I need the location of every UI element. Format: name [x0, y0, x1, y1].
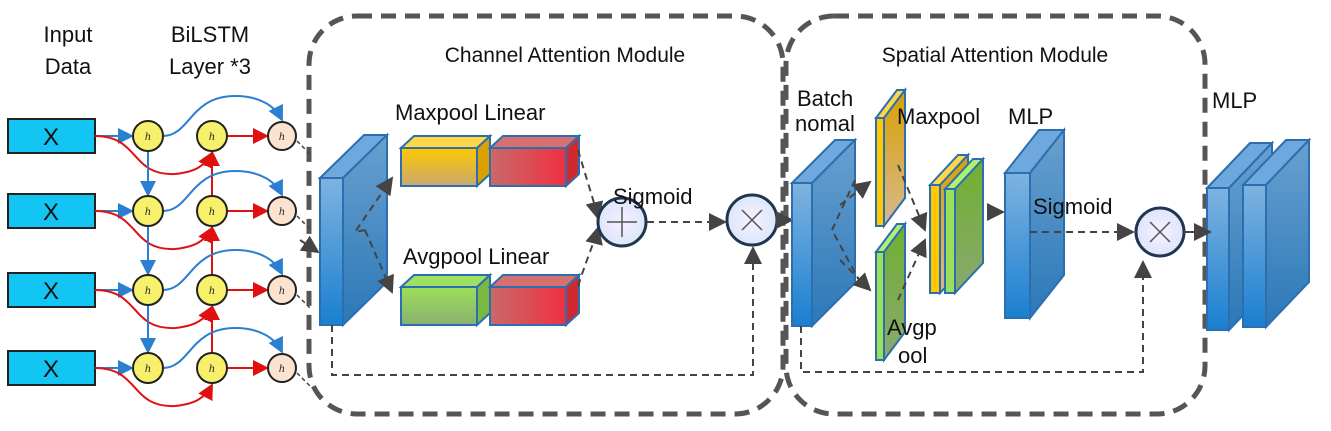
- bilstm-to-channel-arrow: [299, 235, 320, 254]
- backward-lstm-node: [196, 352, 228, 384]
- input-box: [7, 118, 96, 154]
- forward-lstm-node: [132, 274, 164, 306]
- forward-lstm-node-symbol: h: [145, 286, 151, 297]
- avgpool-block: [398, 272, 493, 328]
- sigmoid-spatial-label: Sigmoid: [1033, 194, 1112, 219]
- input-x-label: X: [43, 278, 59, 305]
- bilstm-label: BiLSTM: [171, 22, 249, 47]
- maxpool-block: [398, 133, 493, 189]
- input-box: [7, 193, 96, 229]
- to-maxpool-plane-arrow: [839, 180, 872, 206]
- backward-lstm-node-symbol: h: [209, 286, 215, 297]
- to-maxpool-arrow: [352, 176, 394, 234]
- batch-normal-block: [789, 137, 858, 329]
- forward-lstm-node: [132, 352, 164, 384]
- output-node: [267, 353, 297, 383]
- output-node-symbol: h: [279, 132, 285, 143]
- output-node: [267, 275, 297, 305]
- maxpool-linear-block: [487, 133, 582, 189]
- batch-split-path: [830, 179, 861, 283]
- maxpool-to-add-arrow: [577, 149, 604, 220]
- input-x-label: X: [43, 124, 59, 151]
- channel-residual-arrow: [331, 246, 762, 376]
- backward-input-arrow: [94, 210, 213, 251]
- backward-lstm-node-symbol: h: [209, 132, 215, 143]
- output-node-symbol: h: [279, 286, 285, 297]
- channel-module-title: Channel Attention Module: [445, 44, 686, 67]
- mlp-spatial-block: [1002, 127, 1067, 321]
- maxpool-plane: [874, 87, 907, 229]
- forward-lstm-node-symbol: h: [145, 364, 151, 375]
- avgpool-spatial-label: Avgp: [887, 315, 937, 340]
- avgpool-linear-label: Avgpool Linear: [403, 244, 549, 269]
- backward-lstm-node: [196, 120, 228, 152]
- forward-output-arrow: [162, 169, 283, 212]
- output-connector: [296, 215, 311, 230]
- input-data-label: Input: [44, 22, 93, 47]
- spatial-module-title: Spatial Attention Module: [882, 44, 1109, 67]
- channel-input-block: [317, 132, 390, 328]
- spatial-residual-arrow: [800, 260, 1152, 373]
- multiply-spatial-glyph: [1149, 221, 1171, 243]
- forward-lstm-node-symbol: h: [145, 132, 151, 143]
- forward-output-arrow: [162, 326, 283, 369]
- backward-lstm-node-symbol: h: [209, 364, 215, 375]
- mlp-spatial-label: MLP: [1008, 104, 1053, 129]
- avgpool-plane: [874, 221, 907, 363]
- input-x-label: X: [43, 356, 59, 383]
- output-connector: [296, 294, 311, 309]
- avgpool-to-concat-arrow: [897, 238, 927, 301]
- input-box: [7, 350, 96, 386]
- forward-output-arrow: [162, 94, 283, 137]
- backward-lstm-node: [196, 274, 228, 306]
- forward-output-arrow: [162, 248, 283, 291]
- batch-normal-label: Batch: [797, 86, 853, 111]
- output-connector: [296, 372, 311, 387]
- batch-normal-label-2: nomal: [795, 111, 855, 136]
- backward-input-arrow: [94, 135, 213, 176]
- output-node-symbol: h: [279, 207, 285, 218]
- backward-lstm-node-symbol: h: [209, 207, 215, 218]
- multiply-glyph: [741, 209, 763, 231]
- output-node: [267, 196, 297, 226]
- avgpool-spatial-label-2: ool: [898, 343, 927, 368]
- forward-lstm-node-symbol: h: [145, 207, 151, 218]
- mlp-final-block-2: [1240, 137, 1312, 330]
- mlp-final-label: MLP: [1212, 88, 1257, 113]
- maxpool-linear-label: Maxpool Linear: [395, 100, 545, 125]
- input-x-label: X: [43, 199, 59, 226]
- output-node: [267, 121, 297, 151]
- forward-lstm-node: [132, 195, 164, 227]
- avgpool-linear-block: [487, 272, 582, 328]
- bilstm-label-2: Layer *3: [169, 54, 251, 79]
- forward-lstm-node: [132, 120, 164, 152]
- output-node-symbol: h: [279, 364, 285, 375]
- backward-input-arrow: [94, 289, 213, 330]
- blocks: [317, 87, 1312, 376]
- input-data-label-2: Data: [45, 54, 92, 79]
- backward-lstm-node: [196, 195, 228, 227]
- maxpool-spatial-label: Maxpool: [897, 104, 980, 129]
- concat-avgpool-plane: [942, 156, 986, 296]
- output-connector: [296, 140, 311, 155]
- plus-glyph: [607, 207, 637, 237]
- sigmoid-channel-label: Sigmoid: [613, 184, 692, 209]
- avgpool-to-add-arrow: [577, 226, 603, 287]
- input-box: [7, 272, 96, 308]
- backward-input-arrow: [94, 367, 213, 408]
